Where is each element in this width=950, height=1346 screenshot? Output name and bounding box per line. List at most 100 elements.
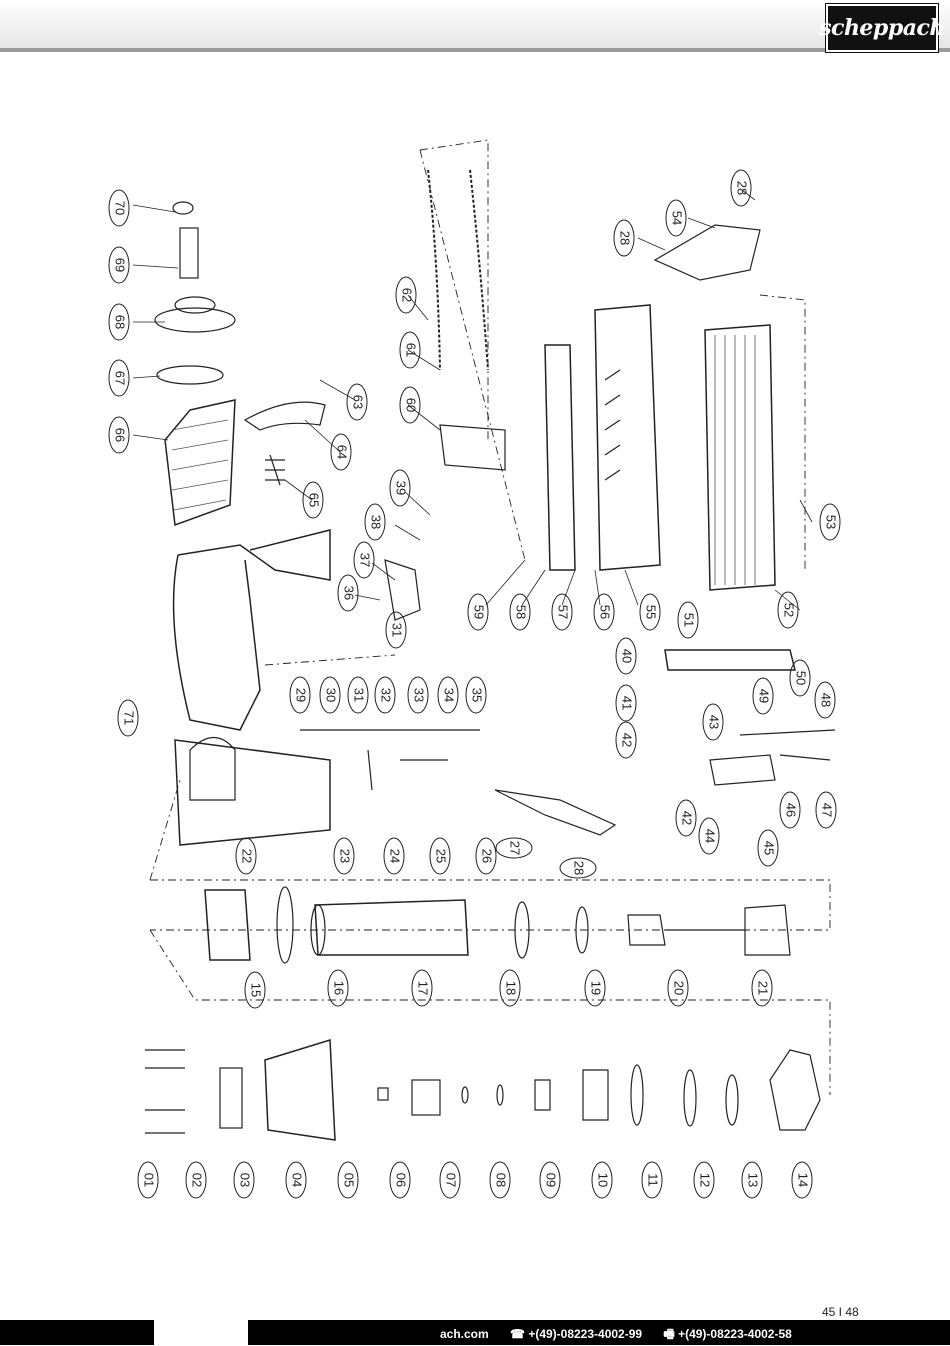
part-label: 55 [644, 605, 659, 619]
callout-56: 56 [593, 593, 615, 631]
part-label: 66 [113, 428, 128, 442]
footer-website[interactable]: ach.com [440, 1327, 489, 1341]
part-label: 45 [762, 841, 777, 855]
callout-15: 15 [244, 971, 266, 1009]
callout-58: 58 [509, 593, 531, 631]
callout-48: 48 [814, 681, 836, 719]
callout-53: 53 [819, 503, 841, 541]
part-label: 69 [113, 258, 128, 272]
part-number-callouts: 01 02 03 04 05 06 07 08 09 10 11 12 13 1… [108, 169, 841, 1199]
callout-65: 65 [302, 481, 324, 519]
callout-06: 06 [389, 1161, 411, 1199]
callout-27: 27 [495, 837, 533, 859]
part-label: 62 [400, 288, 415, 302]
part-label: 41 [620, 696, 635, 710]
callout-28b: 28 [613, 219, 635, 257]
callout-62: 62 [395, 276, 417, 314]
part-label: 68 [113, 315, 128, 329]
callout-45: 45 [757, 829, 779, 867]
callout-46: 46 [779, 791, 801, 829]
callout-70: 70 [108, 189, 130, 227]
part-label: 21 [756, 981, 771, 995]
part-label: 63 [351, 395, 366, 409]
part-label: 60 [404, 398, 419, 412]
callout-68: 68 [108, 303, 130, 341]
part-label: 40 [620, 649, 635, 663]
callout-67: 67 [108, 359, 130, 397]
callout-47: 47 [815, 791, 837, 829]
callout-11: 11 [641, 1161, 663, 1199]
callout-41: 41 [615, 684, 637, 722]
callout-51: 51 [677, 601, 699, 639]
callout-31b: 31 [385, 611, 407, 649]
part-label: 36 [342, 586, 357, 600]
part-label: 35 [470, 688, 485, 702]
part-label: 54 [670, 211, 685, 225]
callout-24: 24 [383, 837, 405, 875]
part-label: 14 [796, 1173, 811, 1187]
callout-17: 17 [411, 969, 433, 1007]
callout-37: 37 [353, 541, 375, 579]
part-label: 28 [618, 231, 633, 245]
part-label: 20 [672, 981, 687, 995]
part-label: 50 [794, 671, 809, 685]
callout-44: 44 [698, 817, 720, 855]
part-label: 42 [680, 811, 695, 825]
part-label: 31 [352, 688, 367, 702]
part-label: 03 [238, 1173, 253, 1187]
callout-59: 59 [467, 593, 489, 631]
page-number: 45 I 48 [822, 1305, 859, 1319]
part-label: 23 [338, 849, 353, 863]
part-label: 44 [703, 829, 718, 843]
callout-32: 32 [374, 676, 396, 714]
callout-21: 21 [751, 969, 773, 1007]
part-label: 67 [113, 371, 128, 385]
part-label: 12 [698, 1173, 713, 1187]
callout-54: 54 [665, 199, 687, 237]
part-label: 61 [404, 343, 419, 357]
callout-50: 50 [789, 659, 811, 697]
callout-55: 55 [639, 593, 661, 631]
callout-18: 18 [499, 969, 521, 1007]
callout-12: 12 [693, 1161, 715, 1199]
callout-60: 60 [399, 386, 421, 424]
part-label: 08 [494, 1173, 509, 1187]
part-label: 59 [472, 605, 487, 619]
part-label: 53 [824, 515, 839, 529]
callout-28c: 28 [730, 169, 752, 207]
callout-71: 71 [117, 699, 139, 737]
part-label: 51 [682, 613, 697, 627]
part-label: 16 [332, 981, 347, 995]
part-label: 27 [508, 841, 523, 855]
part-label: 28 [572, 861, 587, 875]
callout-25: 25 [429, 837, 451, 875]
callout-04: 04 [285, 1161, 307, 1199]
callout-40: 40 [615, 637, 637, 675]
part-label: 13 [746, 1173, 761, 1187]
part-label: 11 [646, 1173, 661, 1187]
callout-03: 03 [233, 1161, 255, 1199]
part-label: 24 [388, 849, 403, 863]
callout-61: 61 [399, 331, 421, 369]
part-label: 29 [294, 688, 309, 702]
callout-66: 66 [108, 416, 130, 454]
part-label: 15 [249, 983, 264, 997]
footer-gap [154, 1320, 248, 1345]
part-label: 70 [113, 201, 128, 215]
callout-22: 22 [235, 837, 257, 875]
part-label: 65 [307, 493, 322, 507]
callout-30: 30 [319, 676, 341, 714]
brand-logo: scheppach [819, 4, 945, 52]
part-label: 31 [390, 623, 405, 637]
callout-38: 38 [364, 503, 386, 541]
part-label: 30 [324, 688, 339, 702]
part-label: 22 [240, 849, 255, 863]
callout-63: 63 [346, 383, 368, 421]
footer-contact: ach.com ☎ +(49)-08223-4002-99 🖷 +(49)-08… [440, 1325, 810, 1346]
callout-16: 16 [327, 969, 349, 1007]
callout-05: 05 [337, 1161, 359, 1199]
part-label: 01 [142, 1173, 157, 1187]
callout-19: 19 [584, 969, 606, 1007]
part-label: 28 [735, 181, 750, 195]
part-label: 10 [596, 1173, 611, 1187]
